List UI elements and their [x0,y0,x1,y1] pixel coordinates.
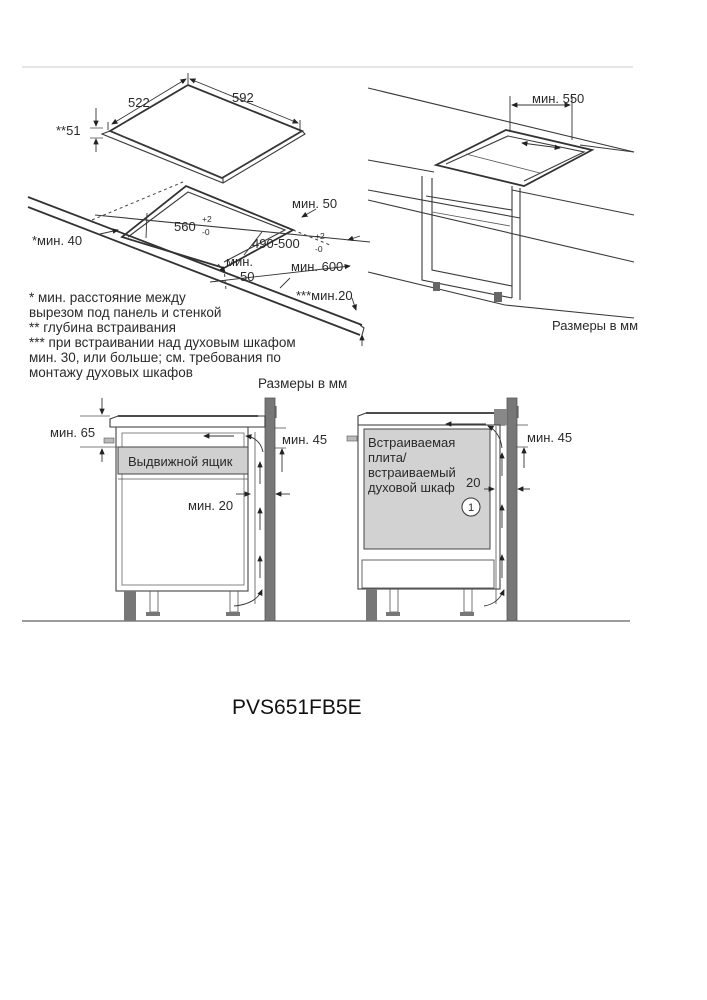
dim-490-tol-minus: -0 [315,244,323,254]
oven-label-line4: духовой шкаф [368,480,455,495]
dim-min-600: мин. 600 [291,259,343,274]
dim-min-45-right: мин. 45 [527,430,572,445]
dim-min-45-left: мин. 45 [282,432,327,447]
dim-min-20: ***мин.20 [296,288,353,303]
units-label-center: Размеры в мм [258,376,347,391]
dim-20-right: 20 [466,475,480,490]
dim-min-550: мин. 550 [532,91,584,106]
footnotes: * мин. расстояние между вырезом под пане… [29,290,296,380]
note-line: * мин. расстояние между [29,290,186,305]
model-title: PVS651FB5E [232,696,362,719]
dim-min-20-left: мин. 20 [188,498,233,513]
oven-label-line2: плита/ [368,450,407,465]
note-line: ** глубина встраивания [29,320,176,335]
dim-min-40: *мин. 40 [32,233,82,248]
dim-min-50-right: мин. 50 [292,196,337,211]
dim-min-50-bottom-a: мин. [226,254,253,269]
dim-592: 592 [232,90,254,105]
cabinet-perspective [367,87,635,319]
note-line: вырезом под панель и стенкой [29,305,221,320]
dim-490-tol-plus: +2 [315,231,325,241]
oven-label-line1: Встраиваемая [368,435,455,450]
cabinet-with-oven [346,397,530,622]
drawer-label: Выдвижной ящик [128,454,233,469]
units-label-right: Размеры в мм [552,318,638,333]
cabinet-with-drawer [22,397,630,622]
callout-circle-1: 1 [468,502,474,514]
dim-560: 560 [174,219,196,234]
dim-490-500: 490-500 [252,236,300,251]
dim-51: **51 [56,123,81,138]
note-line: монтажу духовых шкафов [29,365,193,380]
note-line: мин. 30, или больше; см. требования по [29,350,281,365]
dim-min-65: мин. 65 [50,425,95,440]
oven-label-line3: встраиваемый [368,465,456,480]
dim-560-tol-plus: +2 [202,214,212,224]
dim-560-tol-minus: -0 [202,227,210,237]
dim-522: 522 [128,95,150,110]
dim-min-50-bottom-b: 50 [240,269,254,284]
hob-cutout-drawing [27,73,371,346]
note-line: *** при встраивании над духовым шкафом [29,335,296,350]
